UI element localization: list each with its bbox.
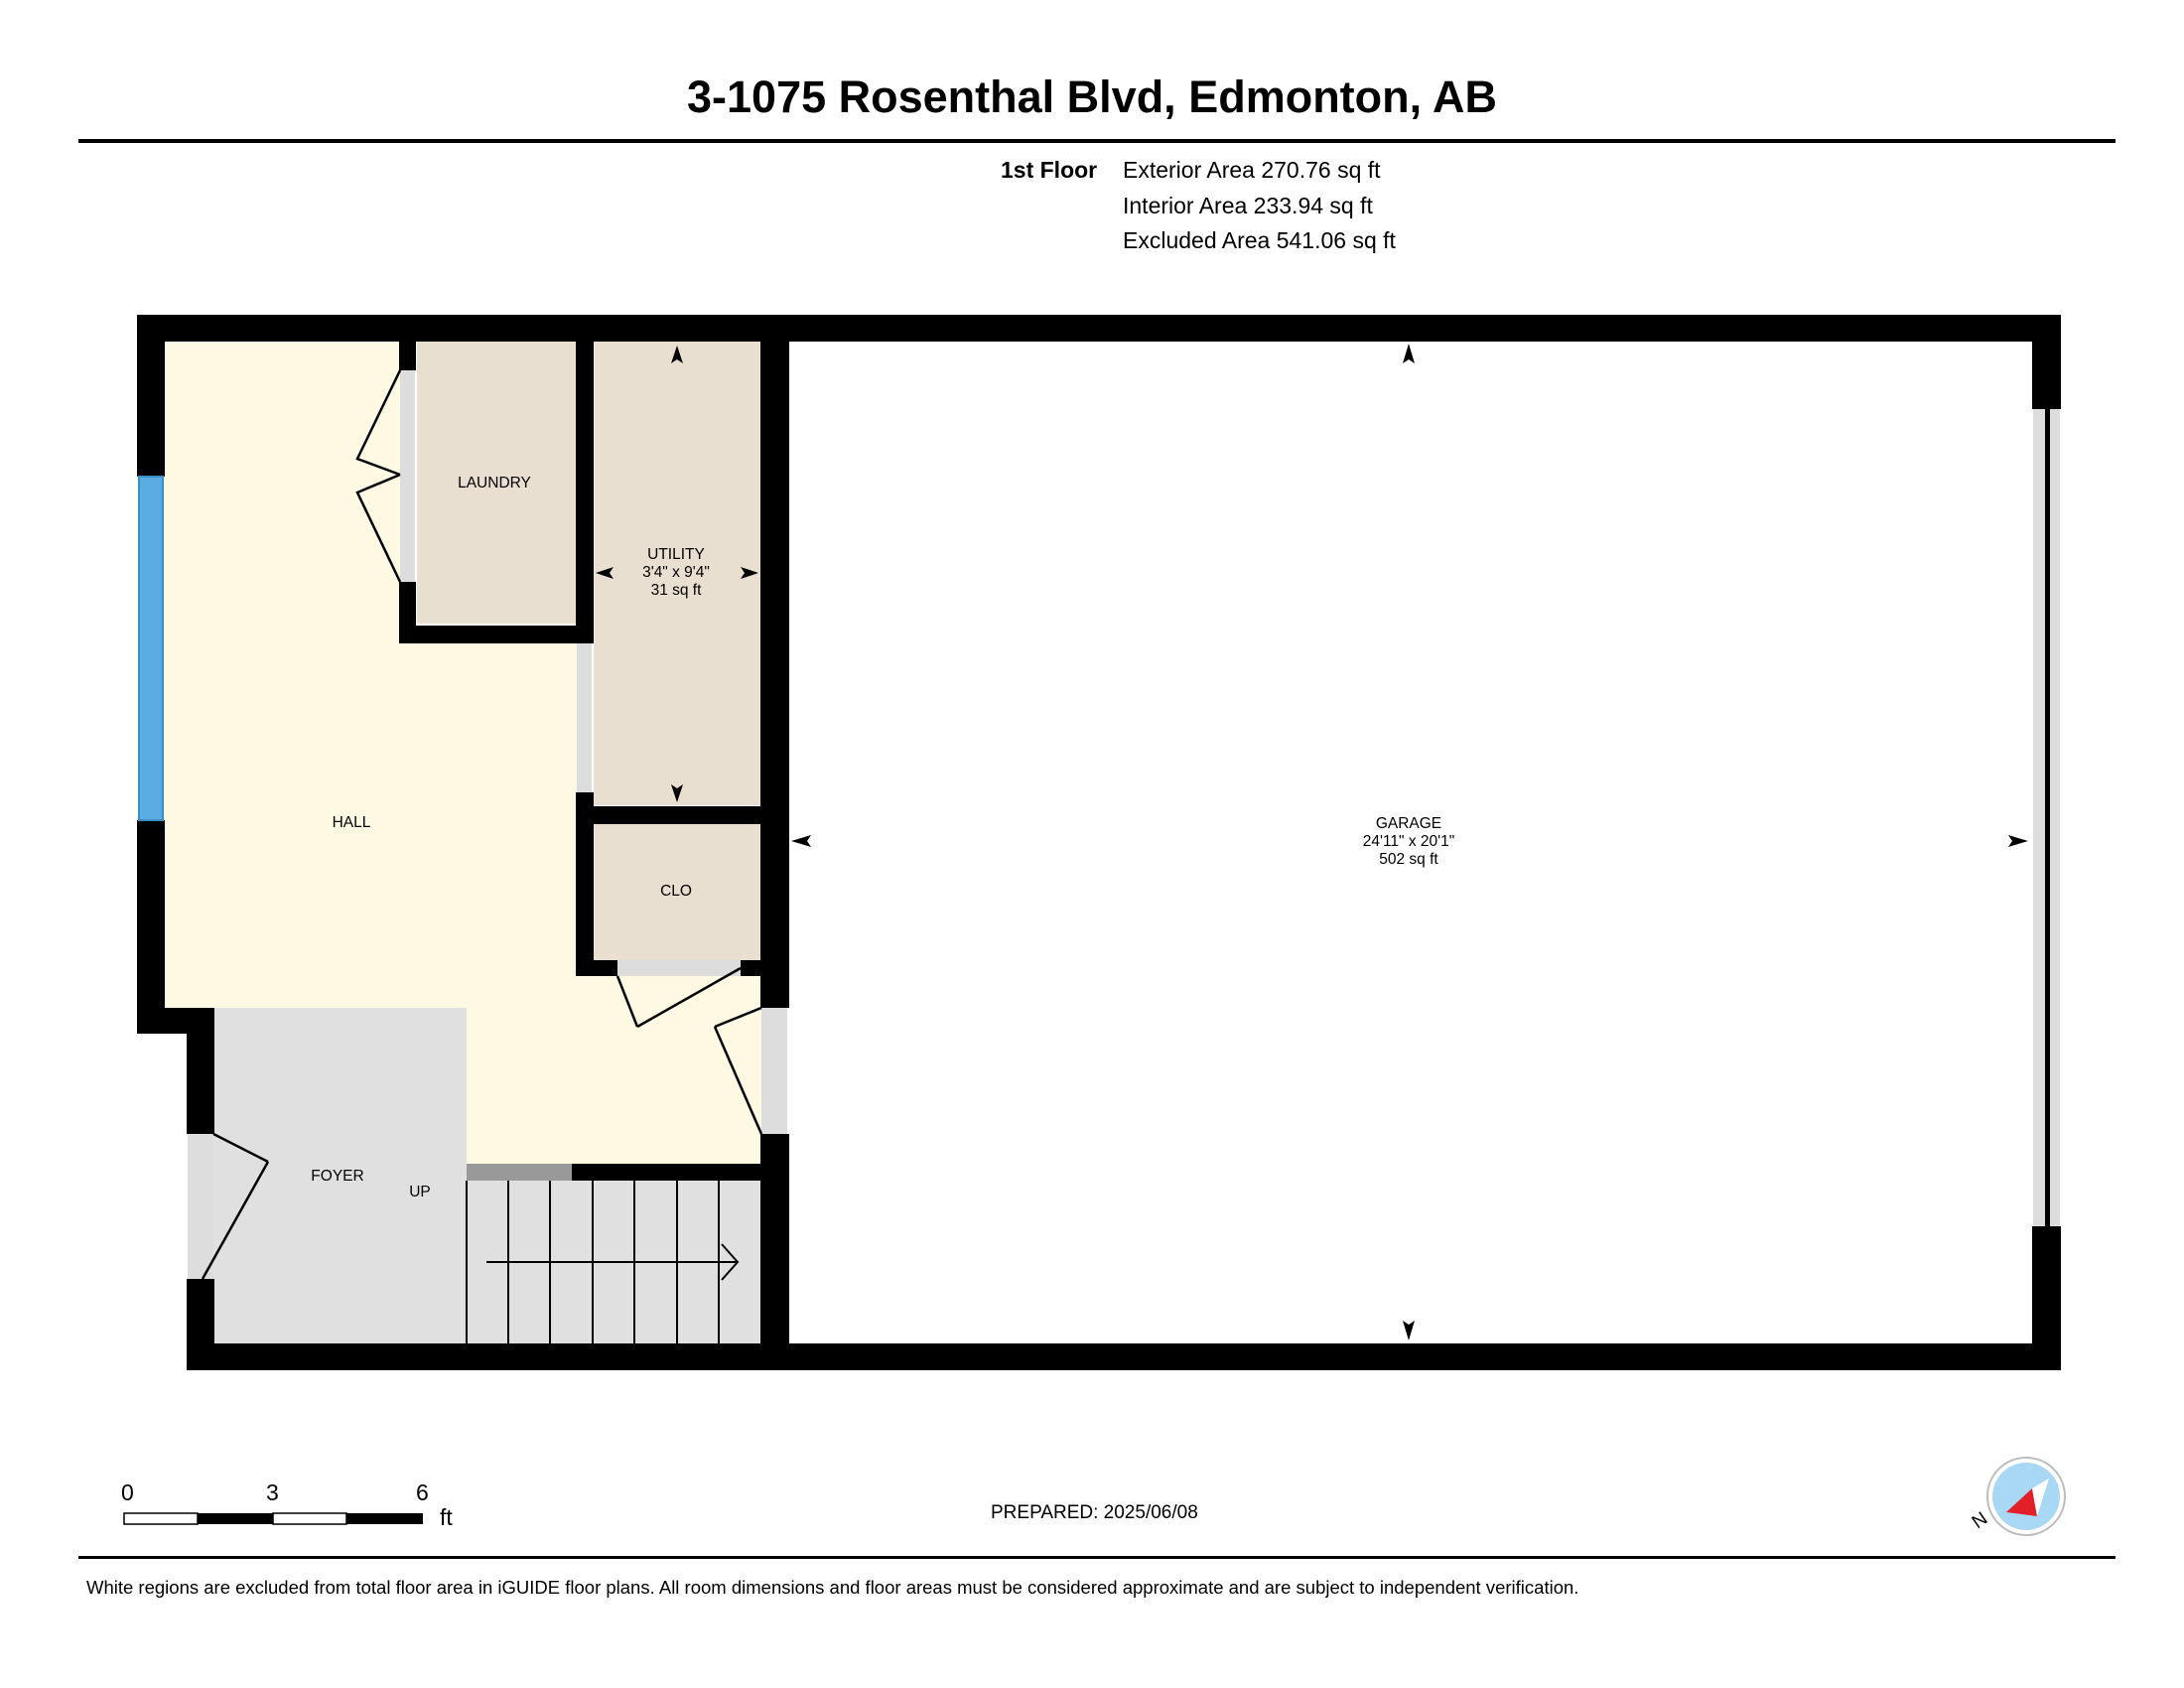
arrow-right-icon xyxy=(2008,835,2028,847)
compass-icon xyxy=(1986,1457,2066,1536)
page-title: 3-1075 Rosenthal Blvd, Edmonton, AB xyxy=(687,71,1497,122)
garage-door xyxy=(714,1006,762,1029)
room-labels: LAUNDRY UTILITY 3'4" x 9'4" 31 sq ft HAL… xyxy=(311,475,1454,1200)
scale-label-6: 6 xyxy=(416,1479,429,1505)
doors xyxy=(201,369,763,1280)
foyer-fill xyxy=(213,1008,467,1343)
laundry-bifold-door-bottom xyxy=(355,473,402,583)
exterior-area: Exterior Area 270.76 sq ft xyxy=(1123,157,1381,183)
scale-label-3: 3 xyxy=(266,1479,279,1505)
scale-bar xyxy=(123,1512,423,1525)
laundry-fill xyxy=(417,341,576,624)
interior-area: Interior Area 233.94 sq ft xyxy=(1123,192,1373,218)
entry-door-leaf xyxy=(201,1161,270,1280)
arrow-right-icon xyxy=(741,567,758,579)
footer-divider xyxy=(78,1556,2116,1559)
floor-label: 1st Floor xyxy=(1001,157,1098,183)
excluded-area: Excluded Area 541.06 sq ft xyxy=(1123,227,1396,253)
garage-label: GARAGE xyxy=(1376,815,1441,832)
openings xyxy=(188,370,2060,1279)
window xyxy=(138,476,164,821)
disclaimer-footnote: White regions are excluded from total fl… xyxy=(86,1577,1579,1598)
utility-dims: 3'4" x 9'4" xyxy=(642,564,710,581)
area-summary: Exterior Area 270.76 sq ft Interior Area… xyxy=(1123,153,1396,259)
prepared-date: PREPARED: 2025/06/08 xyxy=(991,1502,1198,1523)
arrow-down-icon xyxy=(1403,1321,1415,1340)
hall-label: HALL xyxy=(333,814,371,831)
arrow-up-icon xyxy=(671,346,683,363)
utility-fill xyxy=(594,341,760,805)
clo-label: CLO xyxy=(660,883,692,900)
laundry-bifold-door-top xyxy=(355,369,402,477)
header-divider xyxy=(78,139,2116,143)
garage-dims: 24'11" x 20'1" xyxy=(1363,833,1454,850)
arrow-left-icon xyxy=(791,835,811,847)
utility-area: 31 sq ft xyxy=(651,582,703,599)
scale-label-0: 0 xyxy=(121,1479,134,1505)
laundry-label: LAUNDRY xyxy=(458,475,531,492)
staircase xyxy=(466,1181,740,1343)
dimension-markers xyxy=(596,344,2028,1340)
garage-area: 502 sq ft xyxy=(1379,851,1438,868)
arrow-down-icon xyxy=(671,784,683,802)
foyer-label: FOYER xyxy=(311,1168,363,1185)
compass-north-label: N xyxy=(1969,1508,1991,1533)
walls xyxy=(137,315,2061,1370)
clo-door xyxy=(615,975,639,1028)
clo-fill xyxy=(594,824,760,960)
room-fills xyxy=(164,341,761,1343)
utility-label: UTILITY xyxy=(647,546,705,563)
scale-unit: ft xyxy=(440,1504,453,1530)
stairs-up-label: UP xyxy=(409,1184,431,1200)
arrow-left-icon xyxy=(596,567,614,579)
arrow-up-icon xyxy=(1403,344,1415,363)
